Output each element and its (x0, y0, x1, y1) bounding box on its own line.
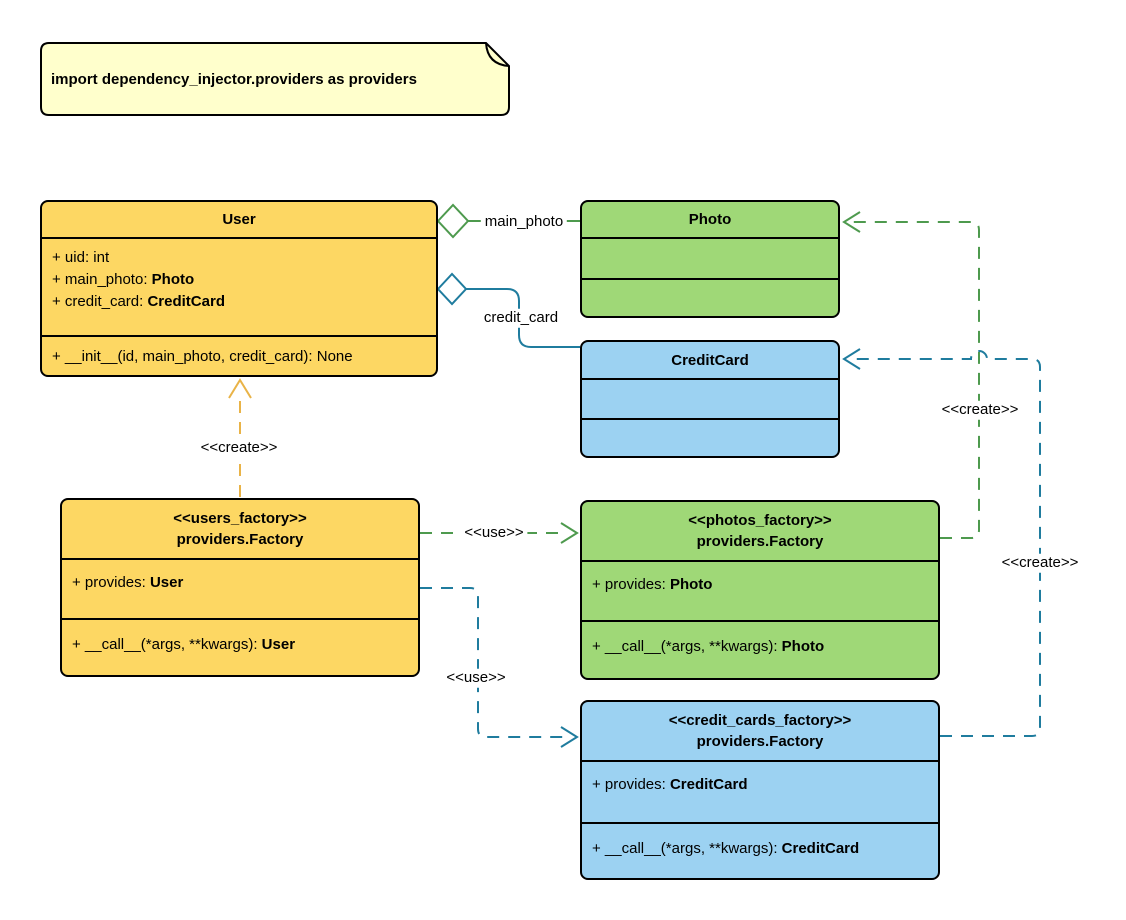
edge-label-use-photos: <<use>> (460, 523, 528, 543)
attribute-row: + credit_card: CreditCard (52, 293, 225, 310)
class-users-factory-header: <<users_factory>> providers.Factory (62, 500, 418, 558)
class-users-factory: <<users_factory>> providers.Factory + pr… (60, 498, 420, 677)
class-users-factory-methods: + __call__(*args, **kwargs): User (62, 618, 418, 675)
class-photo: Photo (580, 200, 840, 318)
create-credit-card-arrowhead-icon (842, 348, 861, 370)
create-user-arrowhead-icon (228, 378, 252, 399)
edge-label-credit-card: credit_card (479, 308, 563, 328)
class-photo-attributes (582, 237, 838, 278)
class-photos-factory: <<photos_factory>> providers.Factory + p… (580, 500, 940, 680)
note-shape (40, 42, 510, 116)
class-photos-factory-methods: + __call__(*args, **kwargs): Photo (582, 620, 938, 678)
class-photo-name: Photo (688, 211, 732, 228)
edge-label-main-photo: main_photo (480, 212, 568, 232)
method-row: + __call__(*args, **kwargs): User (72, 636, 296, 653)
use-photos-factory-arrowhead-icon (560, 522, 579, 544)
class-credit-card-attributes (582, 378, 838, 418)
edge-label-use-credit-cards: <<use>> (442, 668, 510, 688)
create-photo-line (852, 221, 980, 539)
note-text: import dependency_injector.providers as … (51, 70, 417, 88)
use-credit-cards-factory-arrowhead-icon (560, 726, 579, 748)
edge-label-create-user: <<create>> (196, 438, 282, 458)
class-credit-card-header: CreditCard (582, 342, 838, 378)
attribute-row: + provides: CreditCard (592, 776, 748, 793)
note: import dependency_injector.providers as … (41, 43, 509, 115)
class-photos-factory-header: <<photos_factory>> providers.Factory (582, 502, 938, 560)
class-users-factory-attributes: + provides: User (62, 558, 418, 618)
aggregation-credit-card-diamond-icon (436, 272, 468, 306)
class-user: User + uid: int + main_photo: Photo + cr… (40, 200, 438, 377)
class-users-factory-stereotype: <<users_factory>> (173, 510, 307, 527)
attribute-row: + main_photo: Photo (52, 271, 195, 288)
class-photos-factory-attributes: + provides: Photo (582, 560, 938, 620)
attribute-row: + provides: User (72, 574, 184, 591)
edge-label-create-credit-card: <<create>> (997, 553, 1083, 573)
class-users-factory-name: providers.Factory (176, 531, 304, 548)
class-user-header: User (42, 202, 436, 237)
attribute-row: + provides: Photo (592, 576, 713, 593)
class-credit-cards-factory-attributes: + provides: CreditCard (582, 760, 938, 822)
class-credit-card-name: CreditCard (671, 351, 749, 369)
class-credit-cards-factory-name: providers.Factory (696, 733, 824, 750)
method-row: + __call__(*args, **kwargs): Photo (592, 638, 825, 655)
aggregation-main-photo-diamond-icon (436, 203, 470, 239)
note-fold-corner (485, 42, 510, 67)
edge-label-create-photo: <<create>> (937, 400, 1023, 420)
create-photo-arrowhead-icon (842, 211, 861, 233)
class-credit-cards-factory: <<credit_cards_factory>> providers.Facto… (580, 700, 940, 880)
class-credit-cards-factory-stereotype: <<credit_cards_factory>> (668, 712, 852, 729)
class-credit-card: CreditCard (580, 340, 840, 458)
attribute-row: + uid: int (52, 249, 110, 266)
use-credit-cards-factory-line (420, 587, 566, 738)
method-row: + __init__(id, main_photo, credit_card):… (52, 348, 353, 365)
class-user-name: User (222, 211, 256, 228)
class-credit-cards-factory-methods: + __call__(*args, **kwargs): CreditCard (582, 822, 938, 878)
class-user-attributes: + uid: int + main_photo: Photo + credit_… (42, 237, 436, 335)
class-credit-cards-factory-header: <<credit_cards_factory>> providers.Facto… (582, 702, 938, 760)
class-credit-card-methods (582, 418, 838, 456)
class-user-methods: + __init__(id, main_photo, credit_card):… (42, 335, 436, 375)
class-photo-header: Photo (582, 202, 838, 237)
method-row: + __call__(*args, **kwargs): CreditCard (592, 840, 860, 857)
class-photos-factory-name: providers.Factory (696, 533, 824, 550)
class-photo-methods (582, 278, 838, 316)
class-photos-factory-stereotype: <<photos_factory>> (688, 512, 832, 529)
